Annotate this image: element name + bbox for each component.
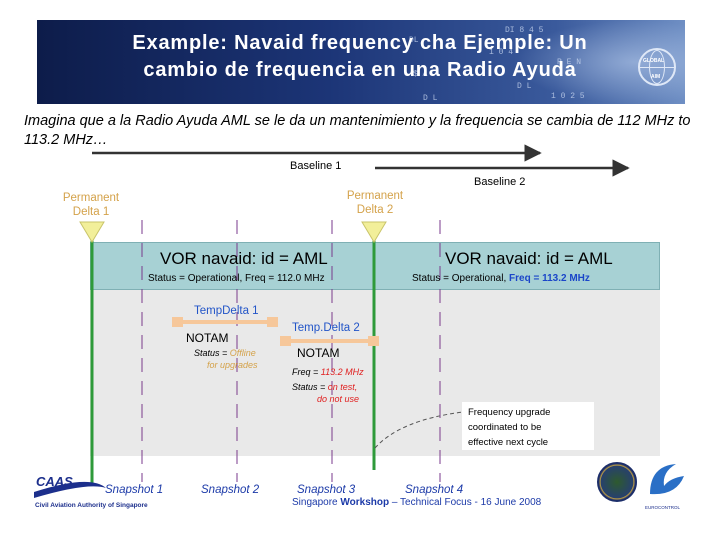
vor-right-status: Status = Operational, Freq = 113.2 MHz xyxy=(412,273,590,284)
temp-delta2-start xyxy=(280,336,291,346)
note-box xyxy=(462,402,594,450)
footer-prefix: Singapore xyxy=(292,497,341,508)
banner-deco-text: D L xyxy=(423,94,438,103)
temp-delta2-freq-value: 113.2 MHz xyxy=(320,367,364,377)
slide-title-line1: Example: Navaid frequency cha Ejemple: U… xyxy=(132,32,588,54)
banner-deco-text: 1 0 4 xyxy=(489,48,514,57)
temp-delta1-notam: NOTAM xyxy=(186,331,229,345)
note-line2: coordinated to be xyxy=(468,422,542,433)
temp-delta1-status: Status = Offline for upgrades xyxy=(194,347,274,371)
temp-delta2-status-prefix: Status = xyxy=(292,382,328,392)
banner-deco-text: $ A xyxy=(413,70,428,79)
temp-delta2-freq: Freq = 113.2 MHz xyxy=(292,366,382,378)
eurocontrol-mark xyxy=(650,464,684,495)
slide-title-line2: cambio de frequencia en una Radio Ayuda xyxy=(143,59,577,81)
note-line3: effective next cycle xyxy=(468,437,549,448)
logo-text: GLOBAL xyxy=(643,58,665,64)
banner-deco-text: 1 0 2 5 xyxy=(551,92,585,101)
permanent-delta1-line2: Delta 1 xyxy=(72,206,110,218)
permanent-delta2-line2: Delta 2 xyxy=(356,204,394,216)
snapshot-lines xyxy=(141,220,441,482)
temp-delta2-label: Temp.Delta 2 xyxy=(292,322,360,334)
banner-deco-text: DL xyxy=(409,36,419,45)
baseline2-label: Baseline 2 xyxy=(474,176,526,188)
temp-delta1-label: TempDelta 1 xyxy=(194,305,259,317)
temp-delta2-freq-prefix: Freq = xyxy=(292,367,321,377)
caas-swoosh xyxy=(34,481,106,498)
footer-suffix: – Technical Focus - 16 June 2008 xyxy=(389,497,542,508)
faa-seal-logo xyxy=(597,462,637,502)
footer-bold: Workshop xyxy=(340,497,390,508)
frequency-upgrade-note: Frequency upgrade coordinated to be effe… xyxy=(468,405,550,450)
temp-delta2-end xyxy=(368,336,379,346)
permanent-delta1-line1: Permanent xyxy=(62,192,120,204)
temp-delta1-start xyxy=(172,317,183,327)
baseline1-label: Baseline 1 xyxy=(290,160,342,172)
caas-logo-word: CAAS xyxy=(36,474,73,489)
permanent-delta1-label: Permanent Delta 1 xyxy=(54,191,128,219)
snapshot3-label: Snapshot 3 xyxy=(297,484,356,496)
eurocontrol-logo-text: EUROCONTROL xyxy=(645,505,681,510)
temp-delta1-end xyxy=(267,317,278,327)
banner-deco-text: D L xyxy=(517,82,532,91)
permanent-delta2-marker xyxy=(361,221,387,243)
permanent-delta2-label: Permanent Delta 2 xyxy=(338,189,412,217)
temp-delta2-status-line2: do not use xyxy=(317,394,360,404)
snapshot1-label: Snapshot 1 xyxy=(105,484,164,496)
global-aim-logo: GLOBAL AIM xyxy=(638,48,676,86)
globe-equator xyxy=(640,67,674,68)
temp-delta2-notam: NOTAM xyxy=(297,346,340,360)
temp-delta1-status-line2: for upgrades xyxy=(207,360,258,370)
slide-subtitle: Imagina que a la Radio Ayuda AML se le d… xyxy=(24,113,691,148)
snapshot2-label: Snapshot 2 xyxy=(201,484,260,496)
permanent-delta1-marker xyxy=(79,221,105,243)
note-connector xyxy=(374,411,464,449)
logo-text: AIM xyxy=(651,74,661,80)
note-line1: Frequency upgrade xyxy=(468,407,551,418)
banner-deco-text: R E N xyxy=(557,58,582,67)
permanent-delta2-line1: Permanent xyxy=(346,190,404,202)
vor-right-title: VOR navaid: id = AML xyxy=(445,249,613,268)
temp-delta2-status-value: on test, xyxy=(327,382,358,392)
slide-footer: Singapore Workshop – Technical Focus - 1… xyxy=(292,497,541,508)
temp-delta1-status-prefix: Status = xyxy=(194,348,230,358)
temp-delta1-status-value: Offline xyxy=(229,348,256,358)
vor-left-status: Status = Operational, Freq = 112.0 MHz xyxy=(148,273,325,284)
vor-right-status-prefix: Status = Operational, xyxy=(412,273,510,284)
temp-delta2-status: Status = on test, do not use xyxy=(292,381,382,405)
vor-left-title: VOR navaid: id = AML xyxy=(160,249,328,268)
caas-logo-subtitle: Civil Aviation Authority of Singapore xyxy=(35,502,148,509)
snapshot4-label: Snapshot 4 xyxy=(405,484,464,496)
vor-right-freq: Freq = 113.2 MHz xyxy=(509,273,590,284)
banner-deco-text: DI 8 4 5 xyxy=(505,26,544,35)
